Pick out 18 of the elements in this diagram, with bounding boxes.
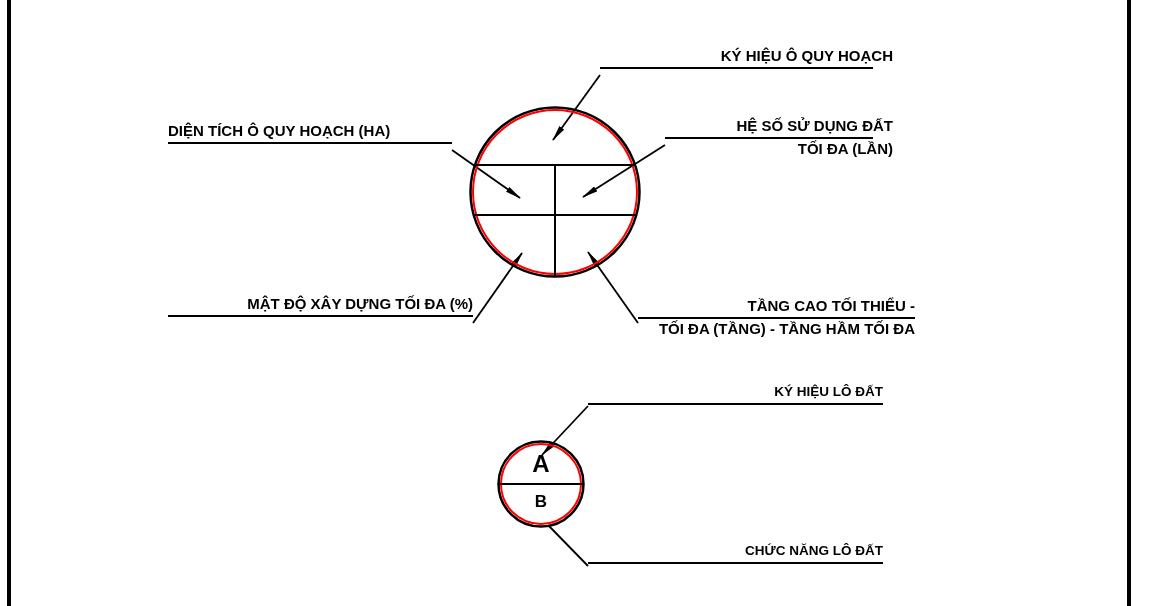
callout-label: DIỆN TÍCH Ô QUY HOẠCH (HA) — [168, 121, 391, 141]
leader-line — [552, 74, 601, 141]
callout-label: TỐI ĐA (TẦNG) - TẦNG HẦM TỐI ĐA — [658, 319, 915, 340]
callout-label: TẦNG CAO TỐI THIỂU - — [747, 296, 915, 316]
callout-label: KÝ HIỆU Ô QUY HOẠCH — [720, 46, 893, 66]
cell-code: B — [533, 493, 549, 510]
leader-line — [472, 252, 523, 324]
leader-line — [451, 149, 521, 199]
callout-label: HỆ SỐ SỬ DỤNG ĐẤT — [736, 116, 893, 136]
callout-label: CHỨC NĂNG LÔ ĐẤT — [745, 542, 883, 560]
callout-label: TỐI ĐA (LẦN) — [797, 139, 893, 160]
callout-label: KÝ HIỆU LÔ ĐẤT — [774, 383, 883, 401]
leader-line — [541, 405, 589, 456]
cell-code: A — [531, 452, 551, 476]
leader-line — [587, 251, 639, 324]
callout-label: MẬT ĐỘ XÂY DỰNG TỐI ĐA (%) — [247, 294, 473, 314]
leader-line — [547, 524, 589, 567]
leader-line — [582, 144, 666, 198]
